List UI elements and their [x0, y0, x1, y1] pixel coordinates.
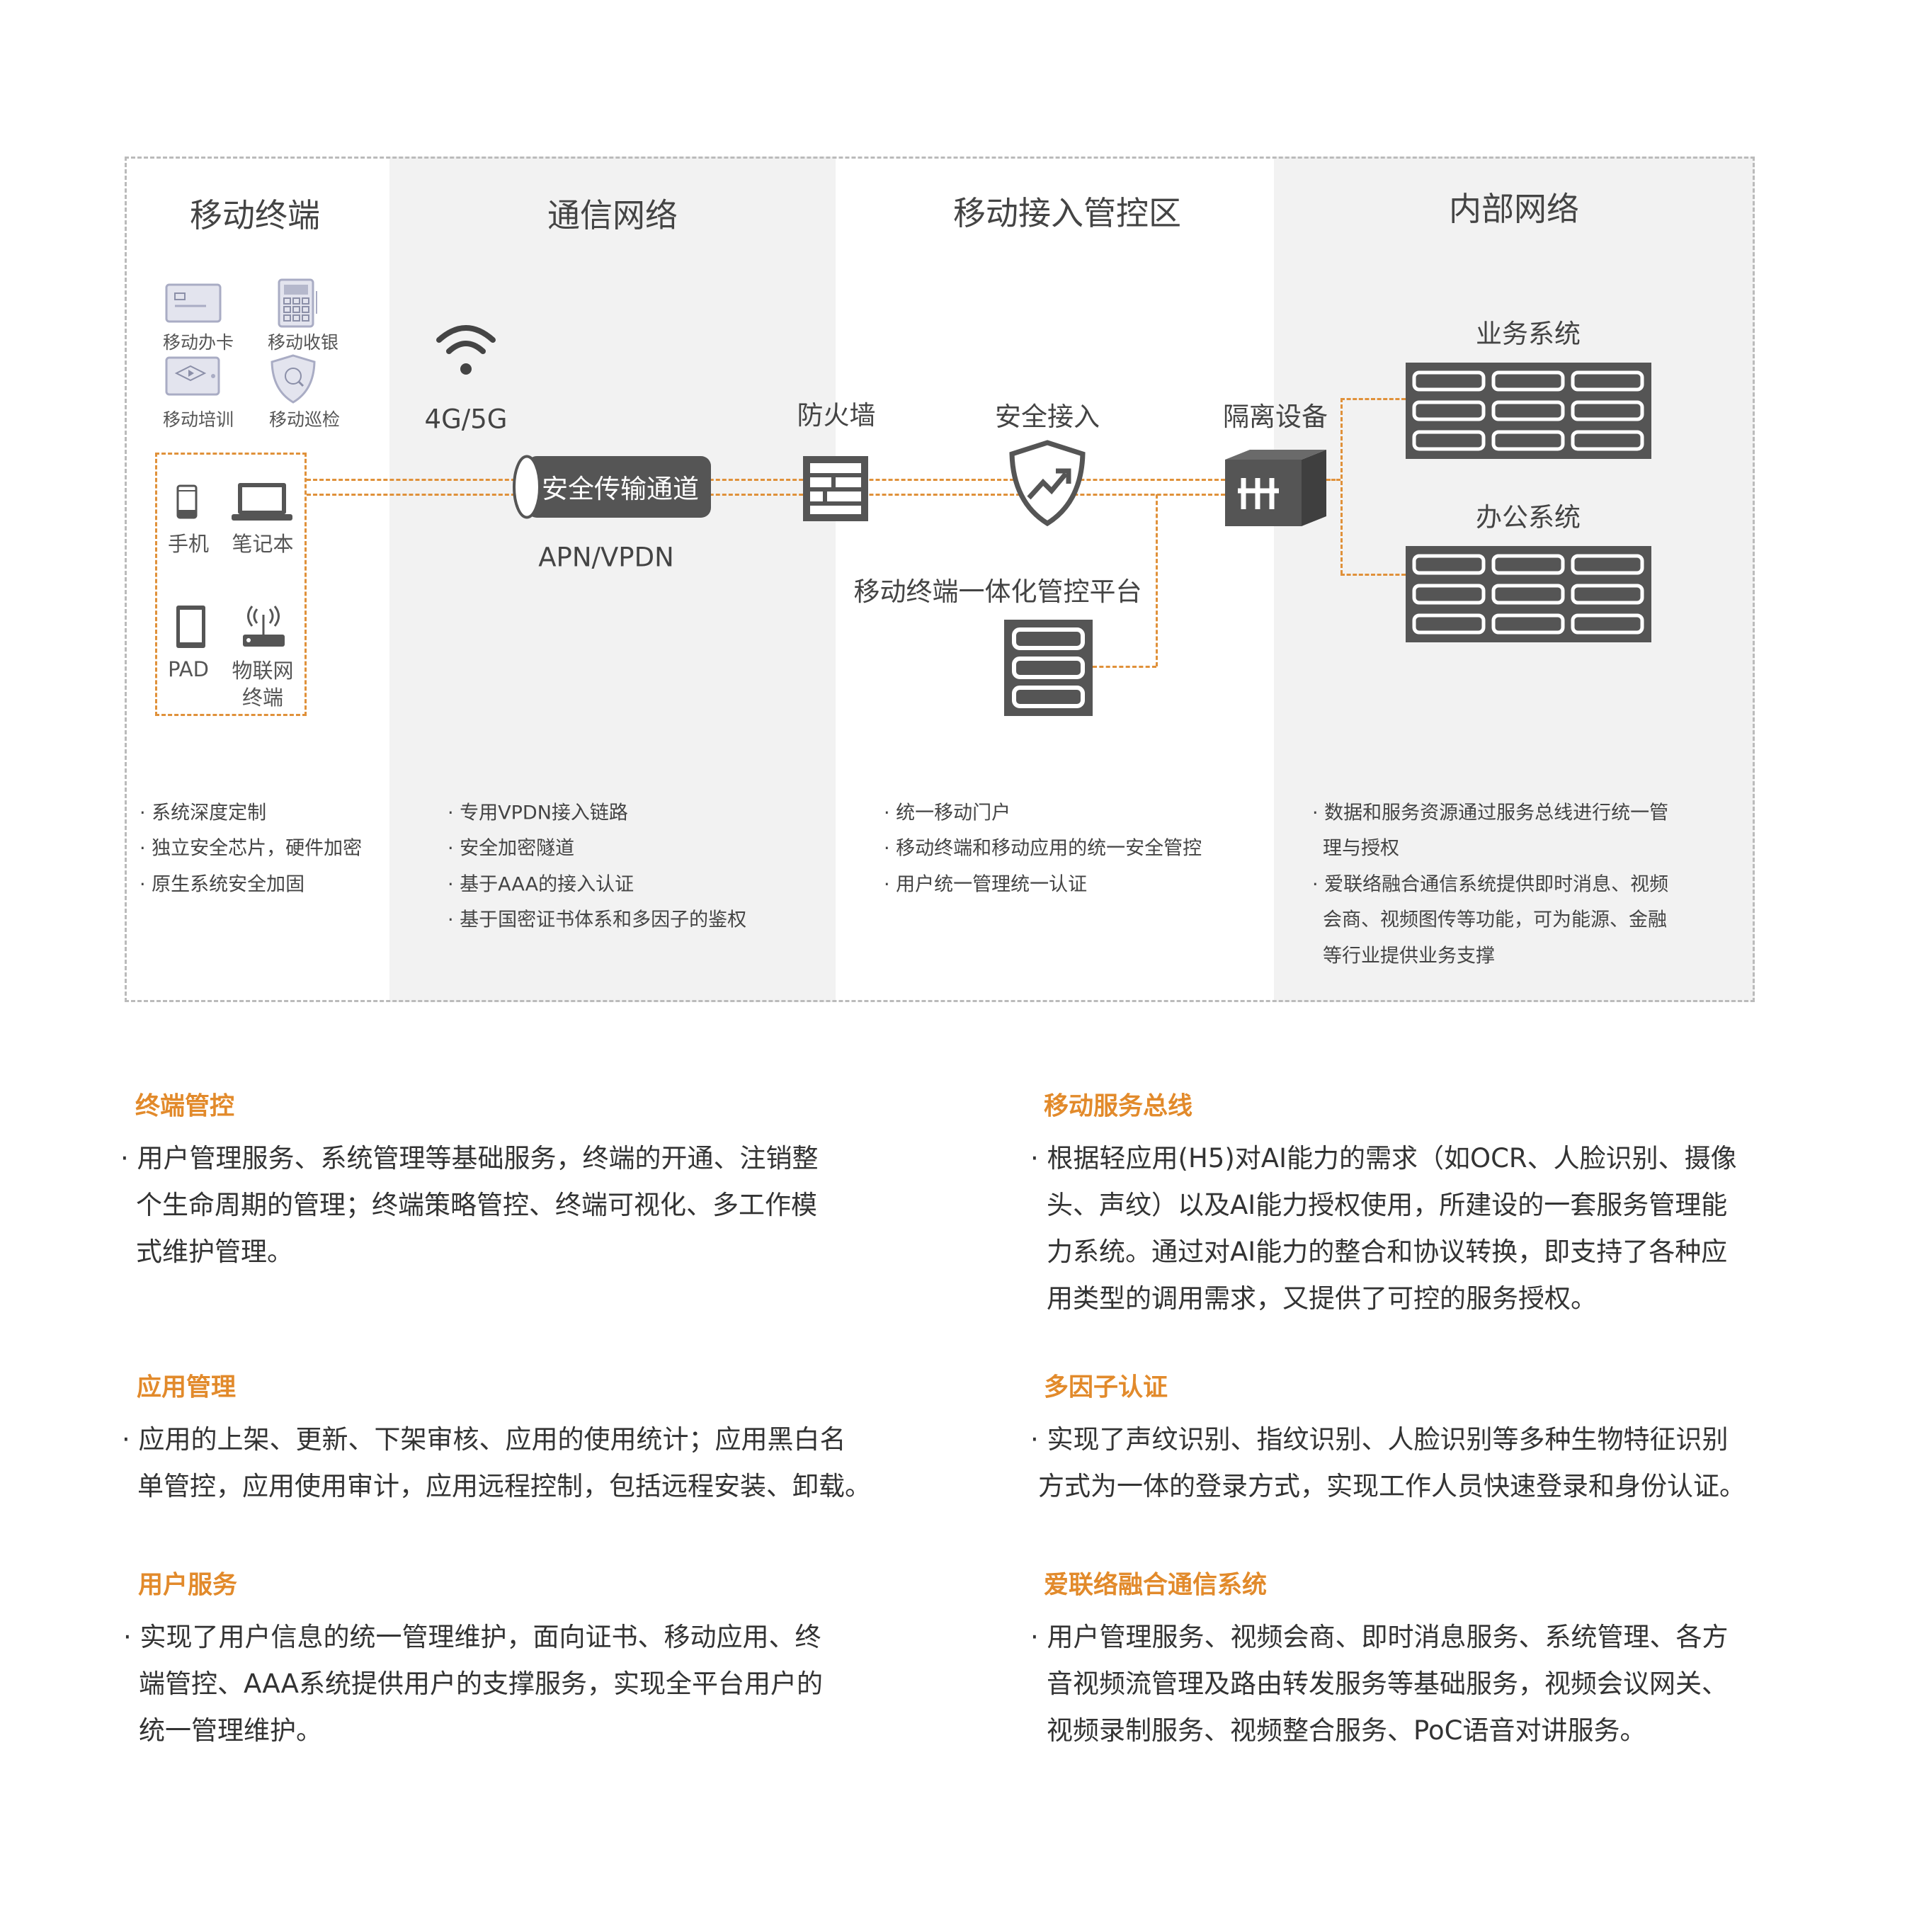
bullet-network: · 安全加密隧道: [448, 837, 575, 860]
bullet-network: · 专用VPDN接入链路: [448, 802, 628, 824]
bullet-internal: 等行业提供业务支撑: [1323, 945, 1495, 967]
bullet-access: · 统一移动门户: [884, 802, 1011, 824]
network-column-bg: [389, 157, 836, 1002]
platform-label: 移动终端一体化管控平台: [853, 576, 1142, 607]
wireless-label: 4G/5G: [424, 404, 508, 435]
firewall-icon: [803, 456, 868, 521]
bullet-access: · 移动终端和移动应用的统一安全管控: [884, 837, 1202, 860]
device-label-iot: 终端: [241, 686, 284, 710]
office-server-rack-icon: [1406, 546, 1651, 642]
training-icon: [165, 356, 220, 396]
bullet-terminal: · 独立安全芯片，硬件加密: [140, 837, 363, 860]
laptop-icon: [232, 482, 292, 521]
tunnel-sub-label: APN/VPDN: [538, 542, 674, 573]
inspection-shield-icon: [270, 353, 317, 404]
section-text: 个生命周期的管理；终端策略管控、终端可视化、多工作模: [136, 1190, 817, 1220]
platform-server-icon: [1004, 620, 1093, 716]
bullet-internal: · 爱联络融合通信系统提供即时消息、视频: [1312, 873, 1669, 896]
iot-router-icon: [241, 605, 286, 648]
link-line: [307, 479, 1225, 481]
link-line: [1093, 666, 1156, 668]
section-text: 单管控，应用使用审计，应用远程控制，包括远程安装、卸载。: [137, 1471, 871, 1501]
bullet-access: · 用户统一管理统一认证: [884, 873, 1088, 896]
bullet-internal: 会商、视频图传等功能，可为能源、金融: [1323, 909, 1667, 931]
diagram-frame: [125, 157, 1755, 1002]
app-label: 移动收银: [267, 332, 339, 353]
isolation-label: 隔离设备: [1223, 402, 1328, 432]
device-group-box: [155, 453, 307, 716]
secure-tunnel: 安全传输通道: [513, 455, 712, 519]
section-text: 用类型的调用需求，又提供了可控的服务授权。: [1047, 1283, 1597, 1314]
tunnel-label: 安全传输通道: [542, 474, 699, 504]
section-text: · 应用的上架、更新、下架审核、应用的使用统计；应用黑白名: [122, 1424, 846, 1455]
bullet-network: · 基于AAA的接入认证: [448, 873, 634, 896]
tablet-icon: [175, 604, 207, 649]
link-line: [1326, 479, 1340, 481]
column-title-access: 移动接入管控区: [953, 194, 1181, 232]
link-line: [1340, 398, 1343, 574]
device-label-laptop: 笔记本: [232, 532, 294, 556]
section-title: 终端管控: [135, 1092, 235, 1121]
bullet-terminal: · 系统深度定制: [140, 802, 267, 824]
secure-access-shield-icon: [1008, 440, 1087, 526]
bullet-internal: 理与授权: [1323, 837, 1399, 860]
app-label: 移动办卡: [162, 332, 234, 353]
section-title: 多因子认证: [1044, 1373, 1168, 1402]
device-label-pad: PAD: [168, 657, 209, 681]
section-text: 力系统。通过对AI能力的整合和协议转换，即支持了各种应: [1047, 1237, 1728, 1267]
business-server-rack-icon: [1406, 363, 1651, 459]
section-title: 爱联络融合通信系统: [1044, 1571, 1268, 1600]
section-text: 端管控、AAA系统提供用户的支撑服务，实现全平台用户的: [139, 1669, 823, 1699]
link-line: [1340, 574, 1406, 576]
section-text: · 实现了用户信息的统一管理维护，面向证书、移动应用、终: [123, 1622, 821, 1652]
column-title-terminal: 移动终端: [190, 196, 320, 234]
column-title-internal: 内部网络: [1449, 190, 1579, 228]
section-text: 式维护管理。: [136, 1237, 293, 1267]
phone-icon: [176, 484, 198, 519]
office-system-label: 办公系统: [1476, 502, 1581, 533]
section-text: 头、声纹）以及AI能力授权使用，所建设的一套服务管理能: [1047, 1190, 1728, 1220]
section-text: · 实现了声纹识别、指纹识别、人脸识别等多种生物特征识别: [1030, 1424, 1729, 1455]
section-text: · 用户管理服务、系统管理等基础服务，终端的开通、注销整: [120, 1143, 819, 1174]
section-text: 统一管理维护。: [139, 1715, 322, 1746]
bullet-terminal: · 原生系统安全加固: [140, 873, 305, 896]
link-line: [1340, 398, 1406, 400]
link-line: [1156, 494, 1158, 666]
wifi-icon: [433, 320, 499, 377]
section-text: · 用户管理服务、视频会商、即时消息服务、系统管理、各方: [1030, 1622, 1729, 1652]
section-text: 音视频流管理及路由转发服务等基础服务，视频会议网关、: [1047, 1669, 1728, 1699]
section-text: 方式为一体的登录方式，实现工作人员快速登录和身份认证。: [1038, 1471, 1746, 1501]
section-title: 移动服务总线: [1044, 1092, 1193, 1121]
app-label: 移动培训: [162, 409, 234, 430]
card-icon: [165, 283, 222, 323]
bullet-network: · 基于国密证书体系和多因子的鉴权: [448, 909, 747, 931]
device-label-phone: 手机: [167, 532, 210, 556]
device-label-iot: 物联网: [232, 659, 294, 683]
section-text: 视频录制服务、视频整合服务、PoC语音对讲服务。: [1047, 1715, 1646, 1746]
link-line: [307, 494, 1225, 496]
section-title: 应用管理: [137, 1373, 237, 1402]
app-label: 移动巡检: [268, 409, 341, 430]
bullet-internal: · 数据和服务资源通过服务总线进行统一管: [1312, 802, 1669, 824]
firewall-label: 防火墙: [797, 400, 876, 431]
column-title-network: 通信网络: [547, 196, 678, 234]
section-text: · 根据轻应用(H5)对AI能力的需求（如OCR、人脸识别、摄像: [1030, 1143, 1737, 1174]
section-title: 用户服务: [138, 1571, 238, 1600]
secure-access-label: 安全接入: [995, 402, 1100, 432]
isolation-device-icon: [1225, 450, 1326, 526]
pos-terminal-icon: [278, 278, 319, 328]
business-system-label: 业务系统: [1476, 319, 1581, 349]
